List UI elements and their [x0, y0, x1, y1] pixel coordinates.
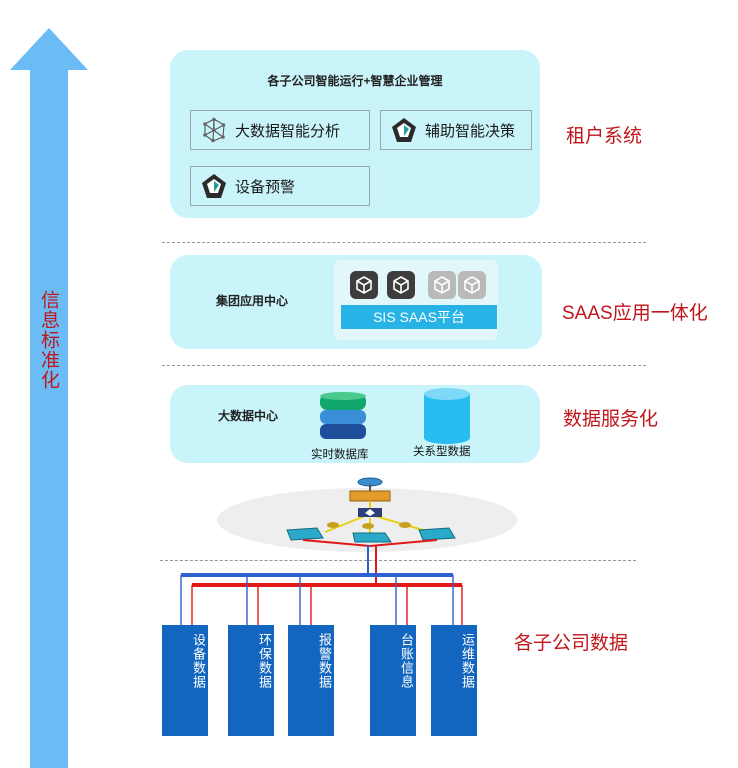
relational-db-icon: [424, 388, 470, 444]
source-label: 报警数据: [317, 633, 332, 689]
feature-equipment-warning[interactable]: 设备预警: [190, 166, 370, 206]
saas-layer-label: SAAS应用一体化: [562, 303, 708, 324]
app-cube-icon: [350, 271, 378, 299]
pentagon-icon: [392, 118, 416, 142]
sources-layer-label: 各子公司数据: [514, 633, 629, 654]
source-label: 运维数据: [460, 633, 475, 689]
source-box-operations[interactable]: 运维数据: [431, 625, 477, 736]
divider: [160, 560, 636, 561]
source-box-alarm[interactable]: 报警数据: [288, 625, 334, 736]
tenant-title: 各子公司智能运行+智慧企业管理: [267, 74, 443, 88]
source-label: 台账信息: [399, 633, 414, 689]
source-box-ledger[interactable]: 台账信息: [370, 625, 416, 736]
app-cube-icon: [387, 271, 415, 299]
data-bus: [180, 545, 463, 625]
side-label: 信息标准化: [38, 290, 59, 390]
data-center-label: 大数据中心: [218, 409, 279, 423]
feature-label: 辅助智能决策: [425, 122, 516, 140]
standardization-arrow: [10, 28, 88, 768]
relational-db-label: 关系型数据: [413, 446, 471, 458]
divider: [162, 242, 646, 243]
network-icon: [203, 117, 226, 143]
divider: [162, 365, 646, 366]
feature-label: 设备预警: [235, 178, 296, 196]
source-label: 设备数据: [191, 633, 206, 689]
feature-decision-support[interactable]: 辅助智能决策: [380, 110, 532, 150]
feature-bigdata-analysis[interactable]: 大数据智能分析: [190, 110, 370, 150]
feature-label: 大数据智能分析: [235, 122, 341, 140]
app-cube-icon: [458, 271, 486, 299]
platform-bar[interactable]: SIS SAAS平台: [341, 305, 497, 329]
tenant-layer-label: 租户系统: [566, 126, 643, 147]
data-layer-label: 数据服务化: [563, 409, 659, 430]
source-box-environment[interactable]: 环保数据: [228, 625, 274, 736]
saas-center-label: 集团应用中心: [216, 294, 289, 308]
realtime-db-icon: [320, 392, 366, 439]
pentagon-icon: [202, 174, 226, 198]
realtime-db-label: 实时数据库: [311, 449, 369, 461]
network-hub-graphic: [217, 477, 517, 552]
source-label: 环保数据: [257, 633, 272, 689]
app-cube-icon: [428, 271, 456, 299]
source-box-equipment[interactable]: 设备数据: [162, 625, 208, 736]
